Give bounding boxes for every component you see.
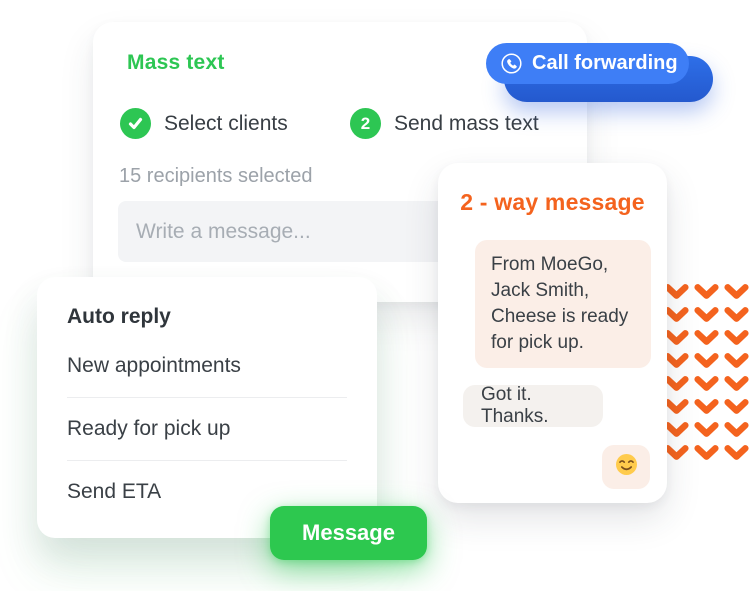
chevron-down-icon <box>694 284 719 299</box>
step-send-mass-text[interactable]: 2 Send mass text <box>350 108 539 139</box>
divider <box>67 460 347 461</box>
chevron-down-icon <box>694 399 719 414</box>
step-label: Send mass text <box>394 111 539 135</box>
call-forwarding-button[interactable]: Call forwarding <box>486 43 689 84</box>
steps-row: Select clients 2 Send mass text <box>93 108 587 140</box>
chevron-down-icon <box>724 376 749 391</box>
chevron-down-icon <box>724 422 749 437</box>
step-number-badge: 2 <box>350 108 381 139</box>
chevron-down-icon <box>724 284 749 299</box>
chevron-down-icon <box>664 330 689 345</box>
chevron-down-icon <box>664 307 689 322</box>
incoming-message-bubble: From MoeGo, Jack Smith, Cheese is ready … <box>475 240 651 368</box>
two-way-message-title: 2 - way message <box>460 189 645 215</box>
chevron-down-icon <box>694 422 719 437</box>
chevron-down-icon <box>724 353 749 368</box>
reply-message-bubble: Got it. Thanks. <box>463 384 603 427</box>
auto-reply-title: Auto reply <box>67 305 171 328</box>
call-forwarding-label: Call forwarding <box>532 52 678 74</box>
divider <box>67 397 347 398</box>
chevron-down-icon <box>664 353 689 368</box>
check-icon <box>120 108 151 139</box>
smiling-emoji-icon <box>615 453 638 482</box>
auto-reply-item-new-appointments[interactable]: New appointments <box>67 354 241 377</box>
step-label: Select clients <box>164 111 288 135</box>
auto-reply-card: Auto reply New appointments Ready for pi… <box>37 277 377 538</box>
chevron-down-icon <box>664 399 689 414</box>
chevron-pattern <box>664 284 750 468</box>
chevron-down-icon <box>724 399 749 414</box>
chevron-down-icon <box>664 376 689 391</box>
phone-circle-icon <box>501 53 522 74</box>
chevron-down-icon <box>694 330 719 345</box>
auto-reply-item-ready-for-pick-up[interactable]: Ready for pick up <box>67 417 231 440</box>
emoji-message-bubble <box>602 445 650 489</box>
chevron-down-icon <box>694 445 719 460</box>
message-button[interactable]: Message <box>270 506 427 560</box>
chevron-down-icon <box>724 307 749 322</box>
auto-reply-item-send-eta[interactable]: Send ETA <box>67 480 162 503</box>
chevron-down-icon <box>664 445 689 460</box>
chevron-down-icon <box>694 353 719 368</box>
chevron-down-icon <box>694 307 719 322</box>
mass-text-title: Mass text <box>127 51 225 74</box>
chevron-down-icon <box>724 330 749 345</box>
chevron-down-icon <box>724 445 749 460</box>
chevron-down-icon <box>664 422 689 437</box>
step-select-clients[interactable]: Select clients <box>120 108 288 139</box>
chevron-down-icon <box>664 284 689 299</box>
recipients-status: 15 recipients selected <box>119 165 313 187</box>
chevron-down-icon <box>694 376 719 391</box>
two-way-message-card: 2 - way message From MoeGo, Jack Smith, … <box>438 163 667 503</box>
